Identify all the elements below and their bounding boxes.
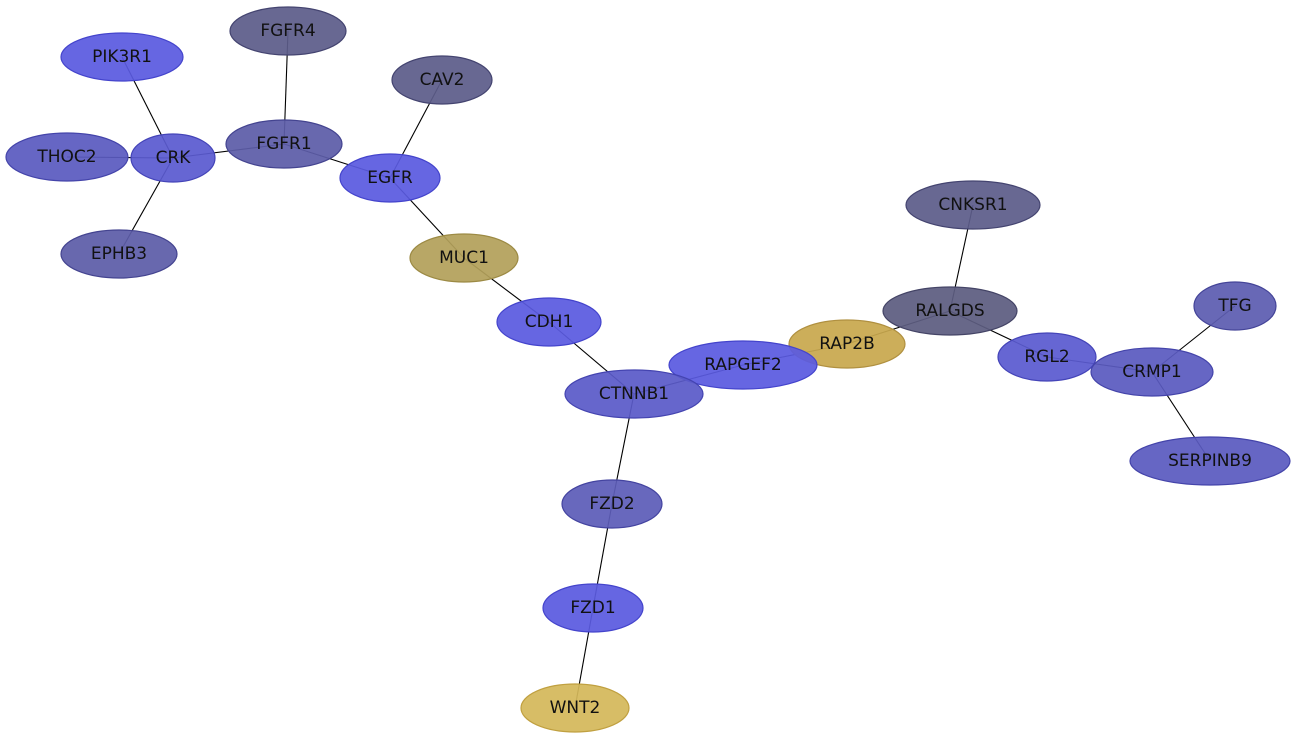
node-cnksr1[interactable]: CNKSR1 — [905, 180, 1041, 230]
node-tfg[interactable]: TFG — [1193, 281, 1277, 331]
node-label: CNKSR1 — [938, 195, 1007, 215]
node-shape — [520, 683, 630, 733]
node-fgfr1[interactable]: FGFR1 — [225, 119, 343, 169]
node-egfr[interactable]: EGFR — [339, 153, 441, 203]
node-shape — [339, 153, 441, 203]
node-label: RAPGEF2 — [704, 355, 782, 375]
node-ralgds[interactable]: RALGDS — [882, 286, 1018, 336]
node-label: PIK3R1 — [92, 47, 152, 67]
node-cav2[interactable]: CAV2 — [391, 55, 493, 105]
node-crk[interactable]: CRK — [130, 133, 216, 183]
node-label: CRK — [156, 148, 192, 168]
node-label: MUC1 — [439, 248, 489, 268]
node-label: RAP2B — [819, 334, 874, 354]
node-muc1[interactable]: MUC1 — [409, 233, 519, 283]
node-shape — [60, 229, 178, 279]
node-shape — [788, 319, 906, 369]
node-fzd1[interactable]: FZD1 — [542, 583, 644, 633]
node-shape — [564, 369, 704, 419]
node-rgl2[interactable]: RGL2 — [997, 332, 1097, 382]
node-shape — [225, 119, 343, 169]
node-shape — [561, 479, 663, 529]
node-label: EPHB3 — [91, 244, 147, 264]
node-thoc2[interactable]: THOC2 — [5, 132, 129, 182]
node-label: TFG — [1217, 296, 1251, 316]
node-label: CDH1 — [525, 312, 574, 332]
node-shape — [409, 233, 519, 283]
node-label: FZD2 — [589, 494, 634, 514]
node-shape — [905, 180, 1041, 230]
node-ephb3[interactable]: EPHB3 — [60, 229, 178, 279]
node-shape — [130, 133, 216, 183]
node-label: SERPINB9 — [1168, 451, 1252, 471]
node-rap2b[interactable]: RAP2B — [788, 319, 906, 369]
node-label: WNT2 — [550, 698, 601, 718]
node-shape — [882, 286, 1018, 336]
node-ctnnb1[interactable]: CTNNB1 — [564, 369, 704, 419]
node-pik3r1[interactable]: PIK3R1 — [60, 32, 184, 82]
node-label: EGFR — [367, 168, 413, 188]
node-shape — [60, 32, 184, 82]
node-label: CTNNB1 — [599, 384, 669, 404]
node-label: RGL2 — [1024, 347, 1069, 367]
node-label: FGFR4 — [260, 21, 315, 41]
node-crmp1[interactable]: CRMP1 — [1090, 347, 1214, 397]
node-shape — [668, 340, 818, 390]
node-label: FZD1 — [570, 598, 615, 618]
node-wnt2[interactable]: WNT2 — [520, 683, 630, 733]
node-shape — [1193, 281, 1277, 331]
node-shape — [1129, 436, 1291, 486]
node-rapgef2[interactable]: RAPGEF2 — [668, 340, 818, 390]
node-label: THOC2 — [36, 147, 96, 167]
node-shape — [997, 332, 1097, 382]
node-shape — [496, 297, 602, 347]
node-shape — [229, 6, 347, 56]
node-label: RALGDS — [915, 301, 984, 321]
node-fzd2[interactable]: FZD2 — [561, 479, 663, 529]
node-fgfr4[interactable]: FGFR4 — [229, 6, 347, 56]
node-shape — [1090, 347, 1214, 397]
node-shape — [542, 583, 644, 633]
node-label: CRMP1 — [1122, 362, 1181, 382]
node-label: FGFR1 — [256, 134, 311, 154]
node-label: CAV2 — [420, 70, 465, 90]
node-shape — [5, 132, 129, 182]
node-cdh1[interactable]: CDH1 — [496, 297, 602, 347]
node-serpinb9[interactable]: SERPINB9 — [1129, 436, 1291, 486]
node-shape — [391, 55, 493, 105]
